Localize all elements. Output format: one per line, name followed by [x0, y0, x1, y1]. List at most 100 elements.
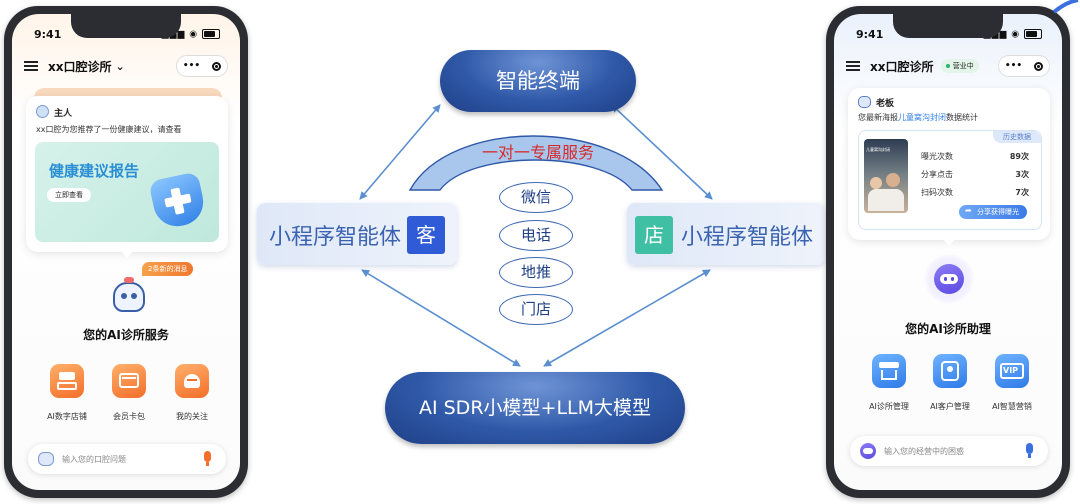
service-label-card[interactable]: 会员卡包	[113, 412, 145, 421]
stat-label-exposure: 曝光次数	[921, 152, 953, 161]
report-banner[interactable]: 健康建议报告 立即查看	[35, 142, 219, 242]
robot-assistant-icon[interactable]	[934, 264, 964, 294]
message-prefix: 您最新海报	[858, 113, 898, 122]
customer-agent-box: 小程序智能体 客	[257, 203, 457, 265]
store-agent-box: 店 小程序智能体	[627, 203, 825, 265]
left-input-placeholder[interactable]: 输入您的口腔问题	[62, 455, 126, 464]
service-label-store[interactable]: AI数字店铺	[47, 412, 87, 421]
store-agent-label: 小程序智能体	[681, 225, 814, 250]
clinic-title[interactable]: xx口腔诊所	[48, 59, 112, 74]
right-phone: 9:41 ▂▄▆ ◉ xx口腔诊所 营业中 ••• 老板 您最新海报儿童窝沟封闭…	[826, 6, 1070, 498]
customer-management-icon[interactable]	[933, 354, 967, 388]
owner-avatar-icon	[36, 105, 49, 118]
assistant-title: 您的AI诊所助理	[905, 322, 991, 336]
tool-label-clinic[interactable]: AI诊所管理	[869, 402, 909, 411]
service-label-follow[interactable]: 我的关注	[176, 412, 208, 421]
mic-stand	[1028, 454, 1031, 458]
boss-avatar-icon	[858, 96, 871, 108]
sender-name: 主人	[54, 109, 73, 119]
poster-thumbnail[interactable]: 儿童窝沟封闭	[864, 139, 908, 213]
open-status-badge: 营业中	[941, 59, 979, 73]
bot-avatar-icon	[38, 452, 54, 466]
left-input-bar[interactable]: 输入您的口腔问题	[28, 444, 226, 474]
menu-icon[interactable]	[24, 61, 38, 71]
share-button-label: 分享获得曝光	[977, 208, 1019, 216]
store-badge: 店	[635, 216, 673, 254]
left-header: xx口腔诊所 ⌄ •••	[24, 54, 228, 78]
card-pointer	[120, 250, 134, 258]
robot-small-icon	[860, 443, 876, 459]
close-icon[interactable]	[212, 61, 222, 71]
member-card-icon[interactable]	[112, 364, 146, 398]
clinic-management-icon[interactable]	[872, 354, 906, 388]
left-phone-screen: 9:41 ▂▄▆ ◉ xx口腔诊所 ⌄ ••• 主人 xx口腔为您推荐了一份健康…	[12, 14, 240, 490]
stat-value-scan: 7次	[1015, 188, 1029, 197]
channel-store: 门店	[499, 294, 573, 325]
message-suffix: 数据统计	[946, 113, 978, 122]
exclusive-service-arc	[408, 135, 664, 191]
share-exposure-button[interactable]: ➦ 分享获得曝光	[959, 205, 1027, 219]
more-icon[interactable]: •••	[1004, 61, 1023, 71]
channel-wechat: 微信	[499, 182, 573, 213]
channel-phone: 电话	[499, 220, 573, 251]
battery-icon	[202, 29, 220, 39]
close-icon[interactable]	[1034, 61, 1044, 71]
notch	[893, 14, 1003, 38]
mini-program-capsule[interactable]: •••	[176, 55, 228, 77]
health-shield-icon	[148, 171, 208, 231]
microphone-icon[interactable]	[1026, 443, 1033, 454]
status-icons: ▂▄▆ ◉	[984, 29, 1042, 40]
arrow-terminal-right	[611, 104, 713, 200]
arrow-terminal-left	[359, 104, 441, 200]
poster-thumbnail-title: 儿童窝沟封闭	[866, 147, 890, 152]
mini-program-capsule[interactable]: •••	[998, 55, 1050, 77]
new-message-badge[interactable]: 2条新的消息	[142, 262, 194, 276]
microphone-icon[interactable]	[204, 451, 211, 462]
stat-value-share: 3次	[1015, 170, 1029, 179]
more-icon[interactable]: •••	[182, 61, 201, 71]
tool-label-marketing[interactable]: AI智慧营销	[992, 402, 1032, 411]
right-phone-screen: 9:41 ▂▄▆ ◉ xx口腔诊所 营业中 ••• 老板 您最新海报儿童窝沟封闭…	[834, 14, 1062, 490]
stats-panel: 历史数据 儿童窝沟封闭 曝光次数 89次 分享点击 3次 扫码次数 7次 ➦ 分…	[858, 130, 1042, 230]
poster-stats-card: 老板 您最新海报儿童窝沟封闭数据统计 历史数据 儿童窝沟封闭 曝光次数 89次 …	[848, 88, 1050, 240]
recommendation-card: 主人 xx口腔为您推荐了一份健康建议，请查看 健康建议报告 立即查看	[26, 96, 228, 252]
tool-label-customer[interactable]: AI客户管理	[930, 402, 970, 411]
vip-text: VIP	[1003, 366, 1019, 375]
report-title: 健康建议报告	[49, 162, 140, 180]
heart-icon[interactable]	[175, 364, 209, 398]
status-time: 9:41	[856, 28, 884, 41]
notch	[71, 14, 181, 38]
tooth-mascot-icon	[113, 277, 145, 312]
digital-store-icon[interactable]	[50, 364, 84, 398]
exclusive-service-label: 一对一专属服务	[482, 143, 594, 162]
arrow-right-model	[543, 269, 711, 367]
right-header: xx口腔诊所 营业中 •••	[846, 54, 1050, 78]
model-pill: AI SDR小模型+LLM大模型	[385, 372, 685, 444]
battery-icon	[1024, 29, 1042, 39]
service-title: 您的AI诊所服务	[83, 328, 169, 342]
right-input-bar[interactable]: 输入您的经营中的困惑	[850, 436, 1048, 466]
smart-marketing-icon[interactable]: VIP	[995, 354, 1029, 388]
stats-message: 您最新海报儿童窝沟封闭数据统计	[858, 112, 978, 123]
message-highlight[interactable]: 儿童窝沟封闭	[898, 113, 946, 122]
stat-label-scan: 扫码次数	[921, 188, 953, 197]
history-data-tab[interactable]: 历史数据	[993, 131, 1041, 143]
left-phone: 9:41 ▂▄▆ ◉ xx口腔诊所 ⌄ ••• 主人 xx口腔为您推荐了一份健康…	[4, 6, 248, 498]
card-pointer	[942, 238, 956, 246]
status-icons: ▂▄▆ ◉	[162, 29, 220, 40]
customer-agent-label: 小程序智能体	[269, 225, 402, 250]
open-status-text: 营业中	[952, 62, 974, 70]
mic-stand	[206, 462, 209, 466]
clinic-title[interactable]: xx口腔诊所	[870, 59, 934, 74]
customer-badge: 客	[407, 216, 445, 254]
menu-icon[interactable]	[846, 61, 860, 71]
right-input-placeholder[interactable]: 输入您的经营中的困惑	[884, 447, 964, 456]
chevron-down-icon[interactable]: ⌄	[115, 59, 125, 73]
sender-name: 老板	[876, 99, 895, 109]
stat-value-exposure: 89次	[1009, 152, 1029, 161]
smart-terminal-pill: 智能终端	[440, 50, 636, 112]
report-view-button[interactable]: 立即查看	[47, 188, 91, 202]
share-arrow-icon: ➦	[965, 206, 972, 215]
arrow-left-model	[361, 269, 521, 367]
